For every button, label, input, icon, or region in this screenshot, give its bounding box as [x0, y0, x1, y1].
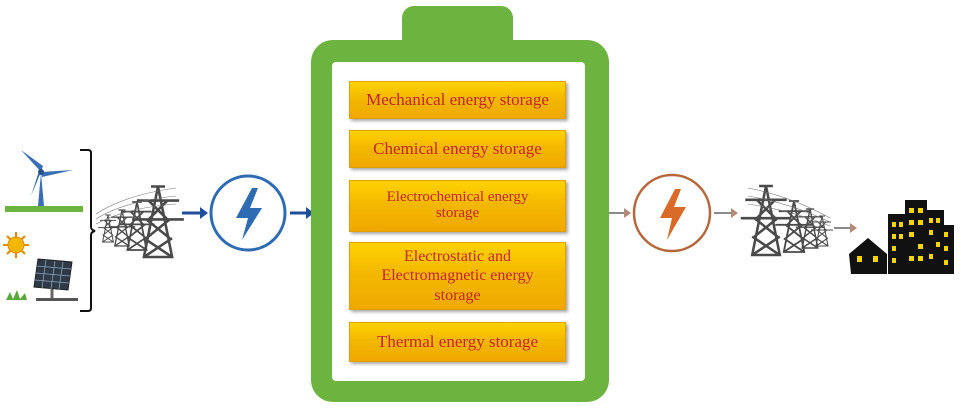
storage-label-mechanical: Mechanical energy storage: [366, 90, 549, 110]
storage-label-thermal: Thermal energy storage: [376, 332, 539, 352]
input-lightning-icon: [209, 174, 287, 252]
arrow-to-output: [609, 208, 631, 218]
arrow-to-input: [182, 207, 208, 219]
storage-box-chemical: Chemical energy storage: [349, 130, 566, 168]
storage-label-chemical: Chemical energy storage: [373, 139, 542, 159]
storage-label-electrochemical: Electrochemical energy storage: [386, 189, 529, 221]
city-buildings-icon: [849, 200, 954, 274]
arrow-to-battery: [290, 207, 314, 219]
output-lightning-icon: [632, 173, 712, 253]
arrow-to-towers-right: [714, 208, 738, 218]
arrow-to-buildings: [834, 223, 857, 233]
storage-box-electrostatic-electromagnetic: Electrostatic and Electromagnetic energy…: [349, 242, 566, 310]
solar-panel-icon: [6, 258, 78, 301]
storage-box-electrochemical: Electrochemical energy storage: [349, 180, 566, 232]
wind-turbine-icon: [5, 150, 83, 212]
storage-label-electrostatic-electromagnetic: Electrostatic and Electromagnetic energy…: [381, 248, 534, 304]
source-bracket: [80, 149, 96, 312]
storage-box-thermal: Thermal energy storage: [349, 322, 566, 362]
sun-icon: [3, 232, 29, 258]
transmission-towers-right-icon: [739, 184, 834, 257]
storage-box-mechanical: Mechanical energy storage: [349, 81, 566, 119]
transmission-towers-left-icon: [95, 185, 186, 259]
